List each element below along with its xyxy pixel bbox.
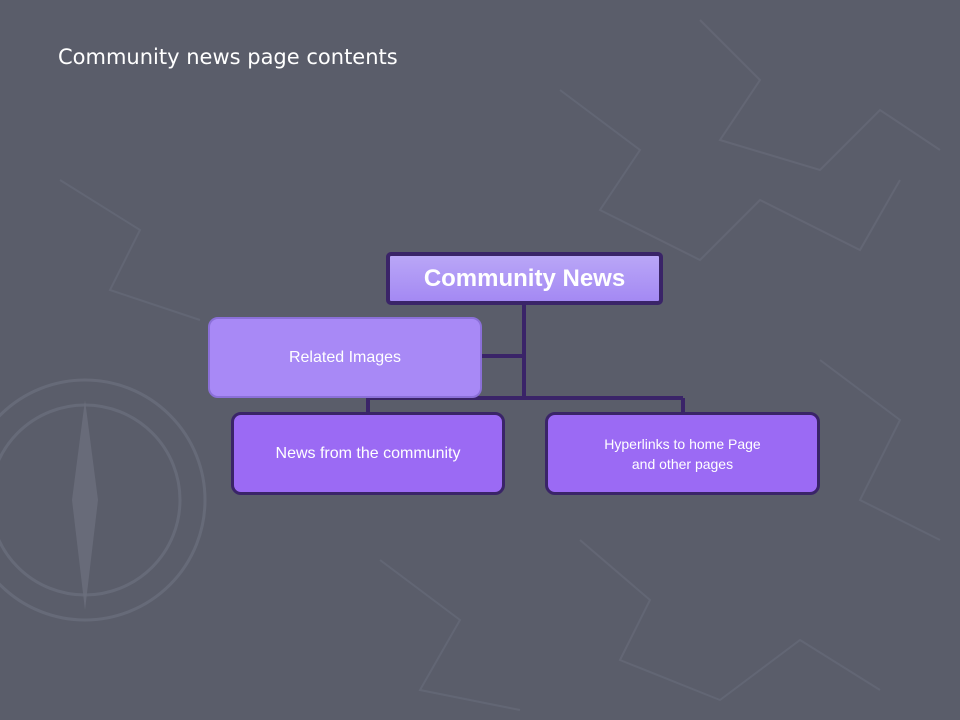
root-node: Community News — [386, 252, 663, 305]
child-node-left: News from the community — [231, 412, 505, 495]
child-node-left-label: News from the community — [275, 444, 461, 462]
root-node-label: Community News — [423, 264, 626, 292]
child-node-right-label-line-1: Hyperlinks to home Page — [604, 435, 761, 452]
child-node-right-label-line-2: and other pages — [631, 455, 734, 472]
assistant-node-label: Related Images — [288, 348, 402, 366]
child-node-right: Hyperlinks to home Page and other pages — [545, 412, 820, 495]
assistant-node: Related Images — [208, 317, 482, 398]
slide-title: Community news page contents — [58, 45, 398, 69]
